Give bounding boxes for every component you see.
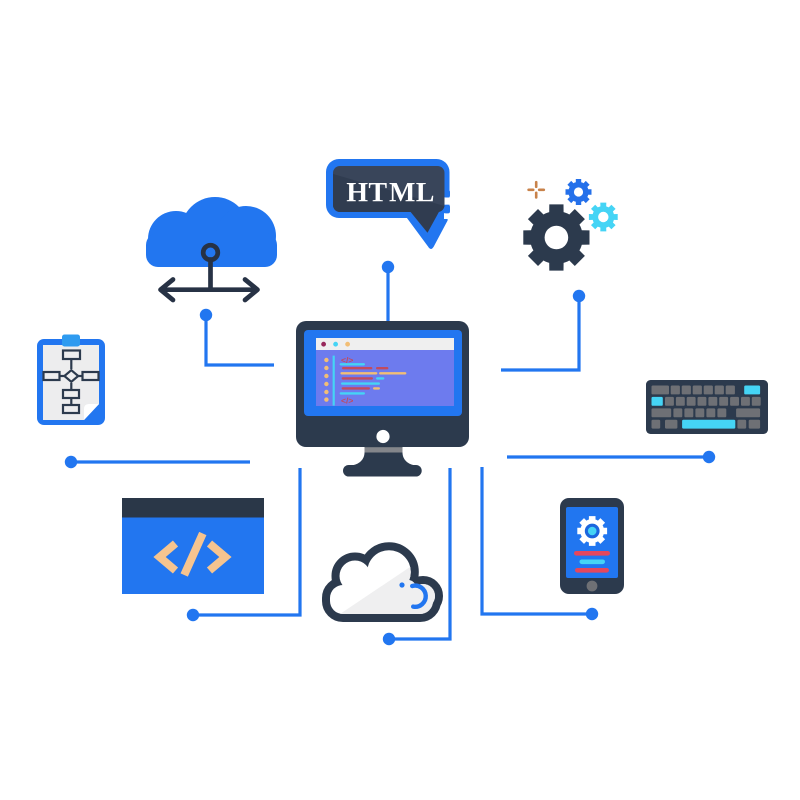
- svg-text:</>: </>: [341, 355, 353, 365]
- svg-text:</>: </>: [341, 396, 353, 406]
